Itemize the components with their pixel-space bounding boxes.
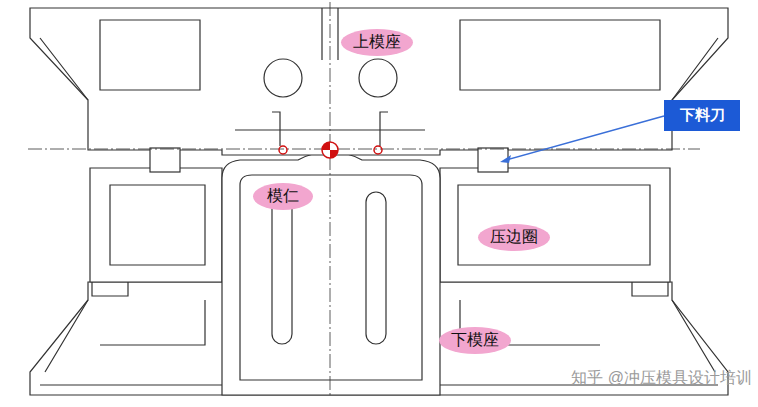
trim-knife	[150, 148, 180, 172]
vertical-center-line	[330, 2, 331, 398]
callout-box: 下料刀	[664, 100, 740, 131]
center-marker-fill	[322, 142, 338, 158]
part-label: 压边圈	[478, 224, 550, 251]
upper-seat-hole	[359, 59, 397, 97]
label-text: 压边圈	[490, 227, 538, 248]
upper-die-seat	[30, 8, 728, 155]
horizontal-center-line	[28, 149, 700, 150]
upper-seat-hole	[264, 59, 302, 97]
label-text: 下模座	[451, 330, 499, 351]
punch-slot	[366, 192, 386, 344]
center-marker	[322, 142, 338, 158]
punch	[222, 152, 440, 395]
die-body	[30, 8, 728, 395]
upper-seat-rib	[40, 8, 718, 130]
pin-marker	[279, 146, 287, 154]
center-lines	[28, 2, 700, 398]
leader-arrowhead	[500, 155, 511, 163]
watermark: 知乎 @冲压模具设计培训	[571, 368, 752, 389]
leader	[500, 116, 664, 163]
part-label: 模仁	[253, 183, 313, 210]
label-text: 模仁	[267, 186, 299, 207]
markers	[279, 142, 382, 158]
part-label: 上模座	[341, 29, 413, 56]
punch-slot	[272, 192, 292, 344]
leader-line	[506, 116, 664, 160]
label-text: 上模座	[353, 32, 401, 53]
punch-inner	[240, 175, 422, 380]
part-label: 下模座	[439, 327, 511, 354]
pin-marker	[374, 146, 382, 154]
label-text: 下料刀	[680, 106, 725, 125]
